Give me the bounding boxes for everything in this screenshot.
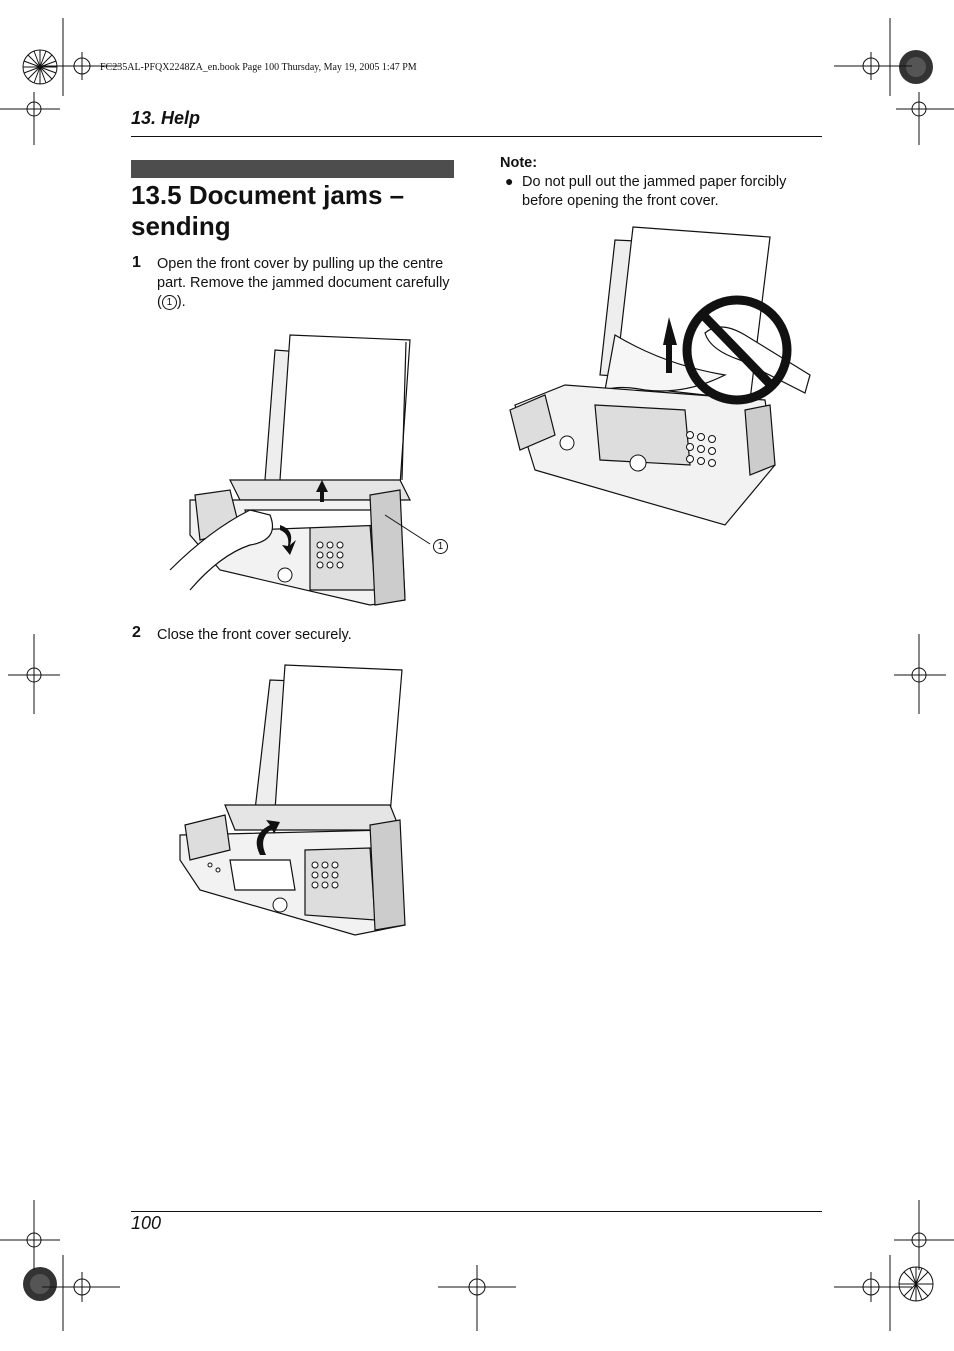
- file-info: FC235AL-PFQX2248ZA_en.book Page 100 Thur…: [100, 62, 417, 73]
- fax-close-cover-illustration: [179, 664, 406, 936]
- callout-ref: 1: [161, 295, 177, 310]
- page-title-line1: 13.5 Document jams –: [131, 180, 405, 210]
- step-text: Close the front cover securely.: [157, 627, 352, 643]
- registration-mark-top-left-icon: [22, 49, 58, 85]
- registration-mark-bottom-right-icon: [898, 1266, 934, 1302]
- note-title: Note:: [500, 155, 538, 171]
- header-rule: [131, 136, 822, 137]
- registration-mark-top-right-icon: [899, 50, 933, 84]
- step-text-end: ).: [176, 294, 186, 310]
- section-header: 13. Help: [131, 108, 201, 128]
- bullet-icon: ●: [505, 173, 514, 189]
- step-number: 2: [132, 624, 141, 641]
- page-title-line2: sending: [131, 211, 231, 241]
- page-title: 13.5 Document jams – sending: [131, 180, 461, 242]
- step-number: 1: [132, 254, 141, 271]
- page-number: 100: [131, 1213, 162, 1233]
- fax-open-cover-illustration: [169, 334, 431, 606]
- fax-do-not-pull-illustration: [509, 226, 811, 526]
- step-text-main: Open the front cover by pulling up the c…: [157, 256, 450, 310]
- note-text: Do not pull out the jammed paper forcibl…: [522, 174, 787, 209]
- callout-one: 1: [433, 537, 448, 555]
- step-text: Open the front cover by pulling up the c…: [157, 255, 457, 312]
- footer-rule: [131, 1211, 822, 1212]
- callout-one-label: 1: [433, 539, 448, 554]
- title-bar: [131, 160, 454, 178]
- registration-mark-bottom-left-icon: [23, 1267, 57, 1301]
